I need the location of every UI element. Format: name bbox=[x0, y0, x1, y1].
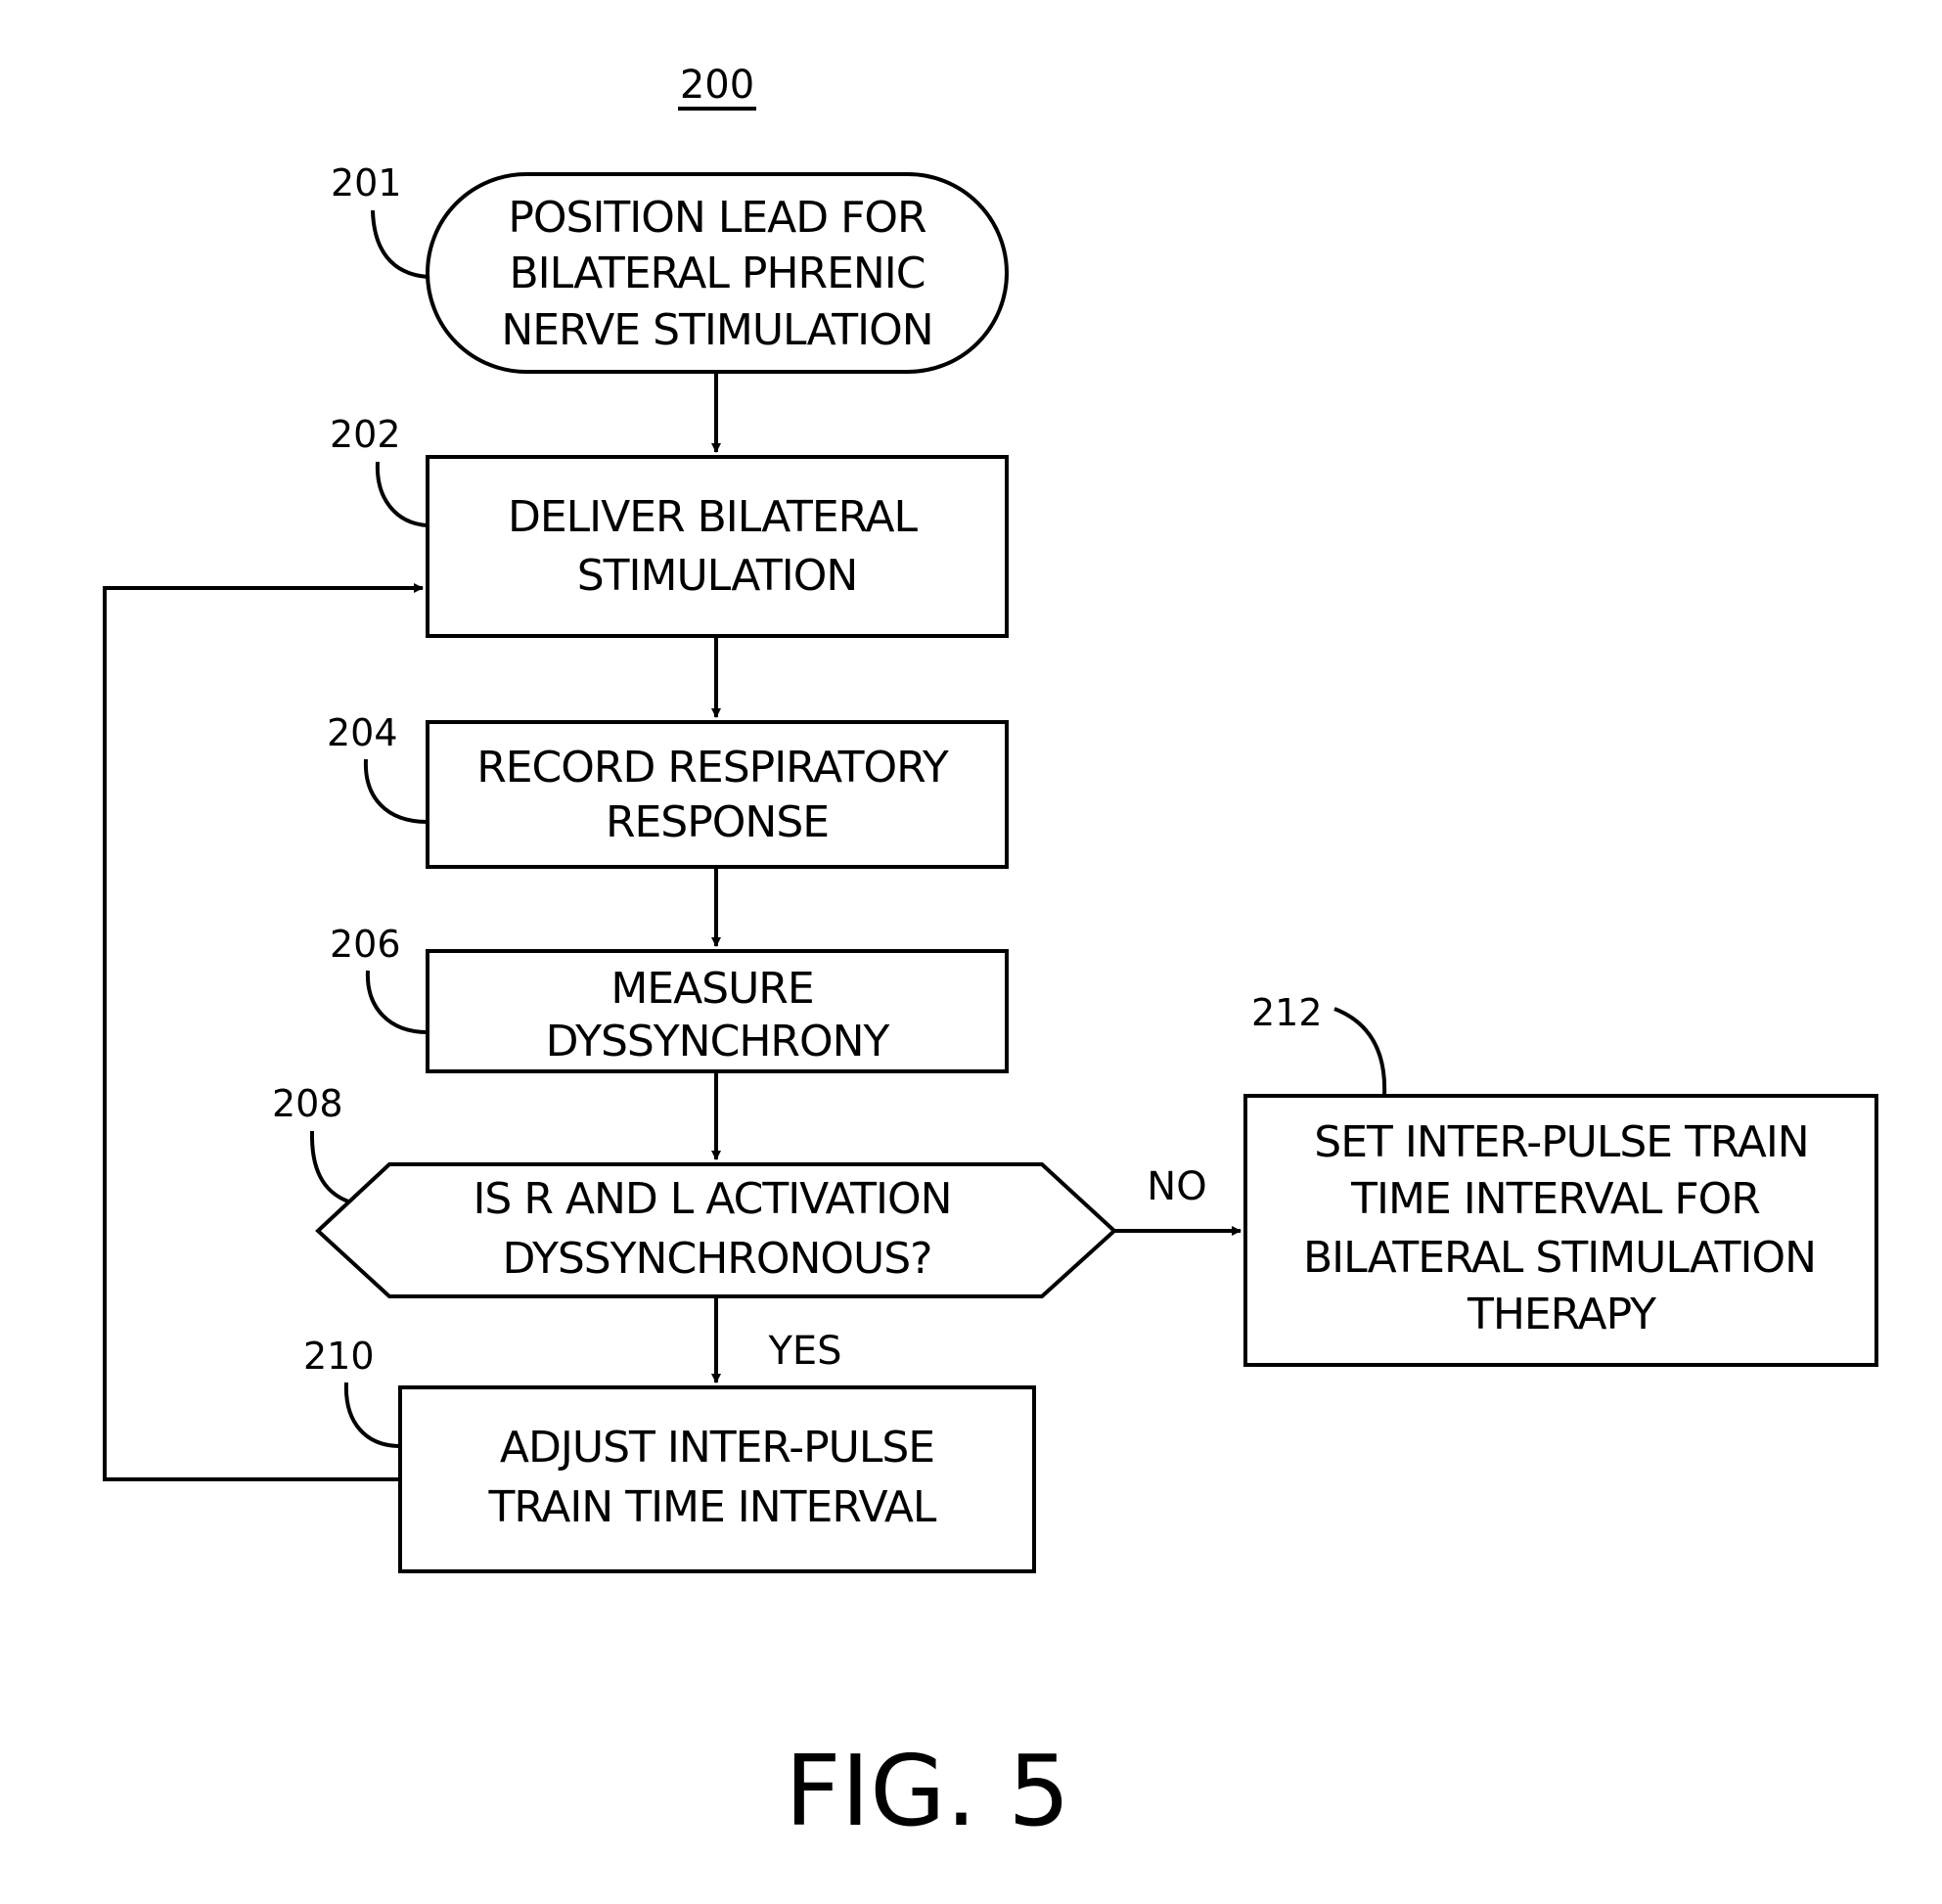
node-206-process: MEASURE DYSSYNCHRONY bbox=[426, 949, 1009, 1073]
edges bbox=[103, 372, 1242, 1481]
node-201-line-3: NERVE STIMULATION bbox=[501, 305, 932, 355]
node-201-line-1: POSITION LEAD FOR bbox=[508, 193, 926, 243]
ref-202: 202 bbox=[330, 413, 429, 527]
terminal-shape bbox=[426, 172, 1009, 374]
node-212-line-4: THERAPY bbox=[1467, 1290, 1656, 1339]
node-212-process: SET INTER-PULSE TRAIN TIME INTERVAL FOR … bbox=[1243, 1094, 1878, 1367]
figure-number: 200 bbox=[678, 63, 756, 111]
node-212-line-1: SET INTER-PULSE TRAIN bbox=[1314, 1117, 1808, 1167]
node-212-line-2: TIME INTERVAL FOR bbox=[1350, 1174, 1760, 1224]
ref-212-label: 212 bbox=[1251, 991, 1323, 1034]
ref-206-label: 206 bbox=[330, 923, 401, 966]
node-206-line-2: DYSSYNCHRONY bbox=[546, 1017, 890, 1066]
process-box bbox=[426, 720, 1009, 869]
ref-202-leader bbox=[375, 461, 429, 527]
node-210-line-2: TRAIN TIME INTERVAL bbox=[488, 1482, 937, 1532]
ref-212: 212 bbox=[1251, 991, 1387, 1097]
node-201-terminal: POSITION LEAD FOR BILATERAL PHRENIC NERV… bbox=[426, 172, 1009, 374]
process-box bbox=[426, 949, 1009, 1073]
edge-label-no: NO bbox=[1147, 1164, 1206, 1209]
node-212-line-3: BILATERAL STIMULATION bbox=[1303, 1233, 1816, 1283]
process-box bbox=[398, 1385, 1036, 1573]
ref-206: 206 bbox=[330, 923, 429, 1034]
ref-201-label: 201 bbox=[331, 161, 402, 204]
node-208-line-1: IS R AND L ACTIVATION bbox=[473, 1174, 951, 1224]
process-box bbox=[426, 455, 1009, 638]
ref-206-leader bbox=[365, 970, 429, 1034]
figure-caption: FIG. 5 bbox=[785, 1734, 1070, 1848]
ref-208-leader bbox=[309, 1130, 349, 1203]
ref-201-leader bbox=[371, 209, 429, 279]
ref-208: 208 bbox=[272, 1082, 349, 1203]
ref-202-label: 202 bbox=[330, 413, 401, 456]
decision-hexagon bbox=[315, 1162, 1117, 1298]
node-210-line-1: ADJUST INTER-PULSE bbox=[500, 1423, 934, 1473]
figure-number-text: 200 bbox=[680, 63, 754, 108]
ref-210: 210 bbox=[303, 1335, 401, 1448]
ref-204-leader bbox=[363, 758, 429, 824]
node-202-line-1: DELIVER BILATERAL bbox=[508, 492, 919, 542]
ref-212-leader bbox=[1333, 1007, 1387, 1097]
node-210-process: ADJUST INTER-PULSE TRAIN TIME INTERVAL bbox=[398, 1385, 1036, 1573]
node-204-line-1: RECORD RESPIRATORY bbox=[476, 743, 949, 793]
edge-210-202-loop bbox=[103, 583, 424, 1481]
node-204-line-2: RESPONSE bbox=[606, 797, 829, 847]
node-206-line-1: MEASURE bbox=[610, 964, 813, 1014]
ref-201: 201 bbox=[331, 161, 429, 279]
ref-210-label: 210 bbox=[303, 1335, 375, 1378]
node-201-line-2: BILATERAL PHRENIC bbox=[509, 249, 925, 298]
edge-label-yes: YES bbox=[767, 1329, 841, 1374]
ref-204-label: 204 bbox=[327, 711, 398, 754]
node-204-process: RECORD RESPIRATORY RESPONSE bbox=[426, 720, 1009, 869]
node-208-line-2: DYSSYNCHRONOUS? bbox=[502, 1234, 931, 1284]
node-202-line-2: STIMULATION bbox=[577, 551, 858, 601]
ref-208-label: 208 bbox=[272, 1082, 343, 1125]
ref-204: 204 bbox=[327, 711, 429, 824]
node-208-decision: IS R AND L ACTIVATION DYSSYNCHRONOUS? bbox=[315, 1162, 1117, 1298]
ref-210-leader bbox=[343, 1382, 401, 1448]
process-box bbox=[1243, 1094, 1878, 1367]
node-202-process: DELIVER BILATERAL STIMULATION bbox=[426, 455, 1009, 638]
